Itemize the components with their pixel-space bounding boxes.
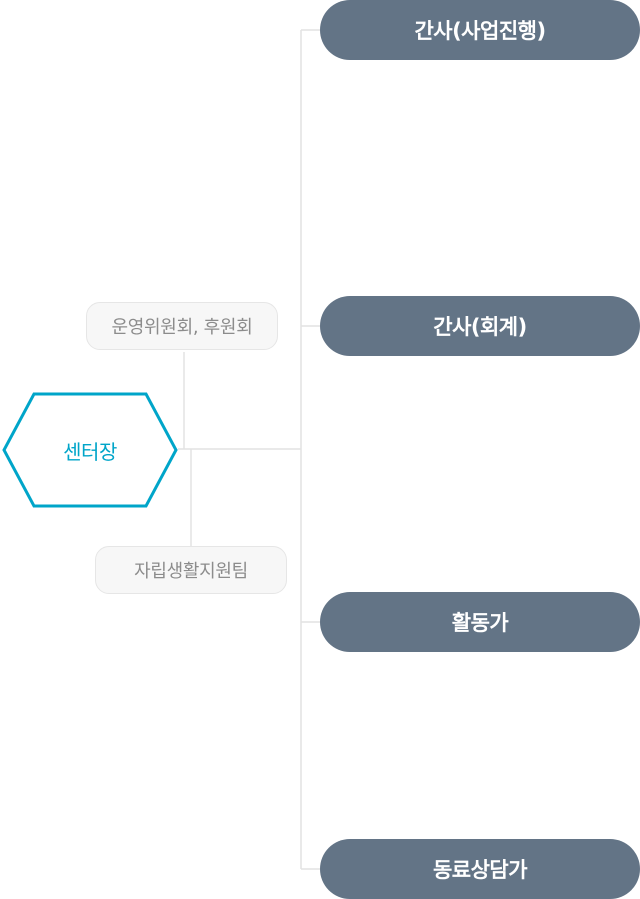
node-activist: 활동가	[320, 592, 640, 652]
center-node-label: 센터장	[63, 439, 117, 464]
node-secretary-accounting: 간사(회계)	[320, 296, 640, 356]
center-hexagon	[2, 392, 178, 508]
node-secretary-projects: 간사(사업진행)	[320, 0, 640, 60]
side-node-committee: 운영위원회, 후원회	[86, 302, 278, 350]
node-peer-counselor: 동료상담가	[320, 839, 640, 899]
side-node-support-team: 자립생활지원팀	[95, 546, 287, 594]
